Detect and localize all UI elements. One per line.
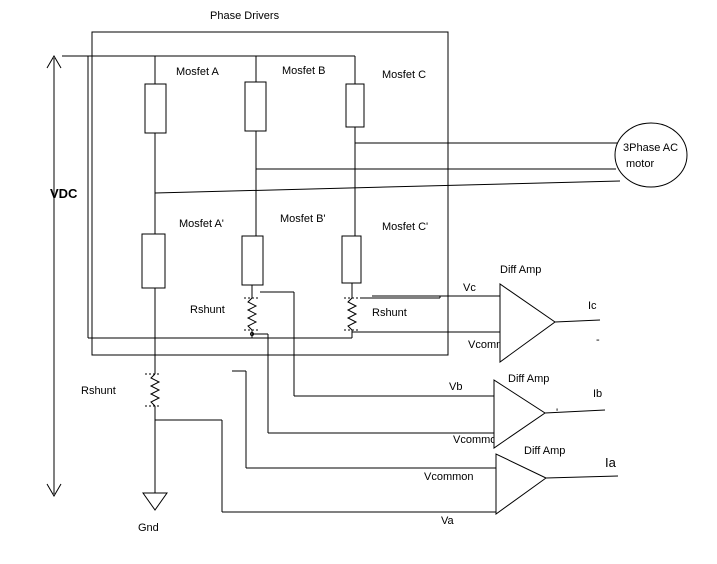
label-diff-amp-middle: Diff Amp xyxy=(508,373,549,385)
phase-drivers-title: Phase Drivers xyxy=(210,10,280,22)
motor-label-line1: 3Phase AC xyxy=(623,142,678,154)
label-mosfet-a-low: Mosfet A' xyxy=(179,218,224,230)
label-diff-amp-top: Diff Amp xyxy=(500,264,541,276)
diff-amp-top xyxy=(499,283,556,363)
mosfet-a-low xyxy=(141,233,166,289)
phase-drivers-box xyxy=(91,31,449,356)
rshunt-c xyxy=(344,297,360,331)
label-tick-middle: ' xyxy=(556,407,558,419)
label-rshunt-c: Rshunt xyxy=(372,307,407,319)
diff-amp-bottom xyxy=(495,453,547,515)
label-vb: Vb xyxy=(449,381,462,393)
vdc-label: VDC xyxy=(50,186,78,201)
label-ia: Ia xyxy=(605,455,617,470)
diff-amp-middle xyxy=(493,379,546,449)
label-mosfet-c-low: Mosfet C' xyxy=(382,221,428,233)
motor-circle xyxy=(614,122,688,188)
mosfet-a xyxy=(144,83,167,134)
vdc-arrow xyxy=(46,55,62,497)
ia-output-wire xyxy=(545,475,619,479)
ic-output-wire xyxy=(554,319,601,323)
label-mosfet-b-low: Mosfet B' xyxy=(280,213,326,225)
label-minus-top: - xyxy=(596,334,600,346)
label-mosfet-a: Mosfet A xyxy=(176,66,219,78)
rshunt-a xyxy=(149,373,161,407)
label-rshunt-a: Rshunt xyxy=(81,385,116,397)
label-vcommon-middle: Vcommon xyxy=(453,434,503,446)
rshunt-b xyxy=(244,297,260,331)
phase-a-wire xyxy=(154,180,621,194)
label-ic: Ic xyxy=(588,300,597,312)
label-va: Va xyxy=(441,515,455,527)
label-mosfet-b: Mosfet B xyxy=(282,65,325,77)
ib-output-wire xyxy=(544,409,606,414)
label-rshunt-b: Rshunt xyxy=(190,304,225,316)
label-vc: Vc xyxy=(463,282,476,294)
mosfet-c xyxy=(345,83,365,128)
motor-label-line2: motor xyxy=(626,158,654,170)
label-vcommon-bottom: Vcommon xyxy=(424,471,474,483)
mosfet-b-low xyxy=(241,235,264,286)
ground-symbol xyxy=(142,492,168,511)
label-gnd: Gnd xyxy=(138,522,159,534)
mosfet-b xyxy=(244,81,267,132)
mosfet-c-low xyxy=(341,235,362,284)
label-mosfet-c: Mosfet C xyxy=(382,69,426,81)
label-ib: Ib xyxy=(593,388,602,400)
label-diff-amp-bottom: Diff Amp xyxy=(524,445,565,457)
